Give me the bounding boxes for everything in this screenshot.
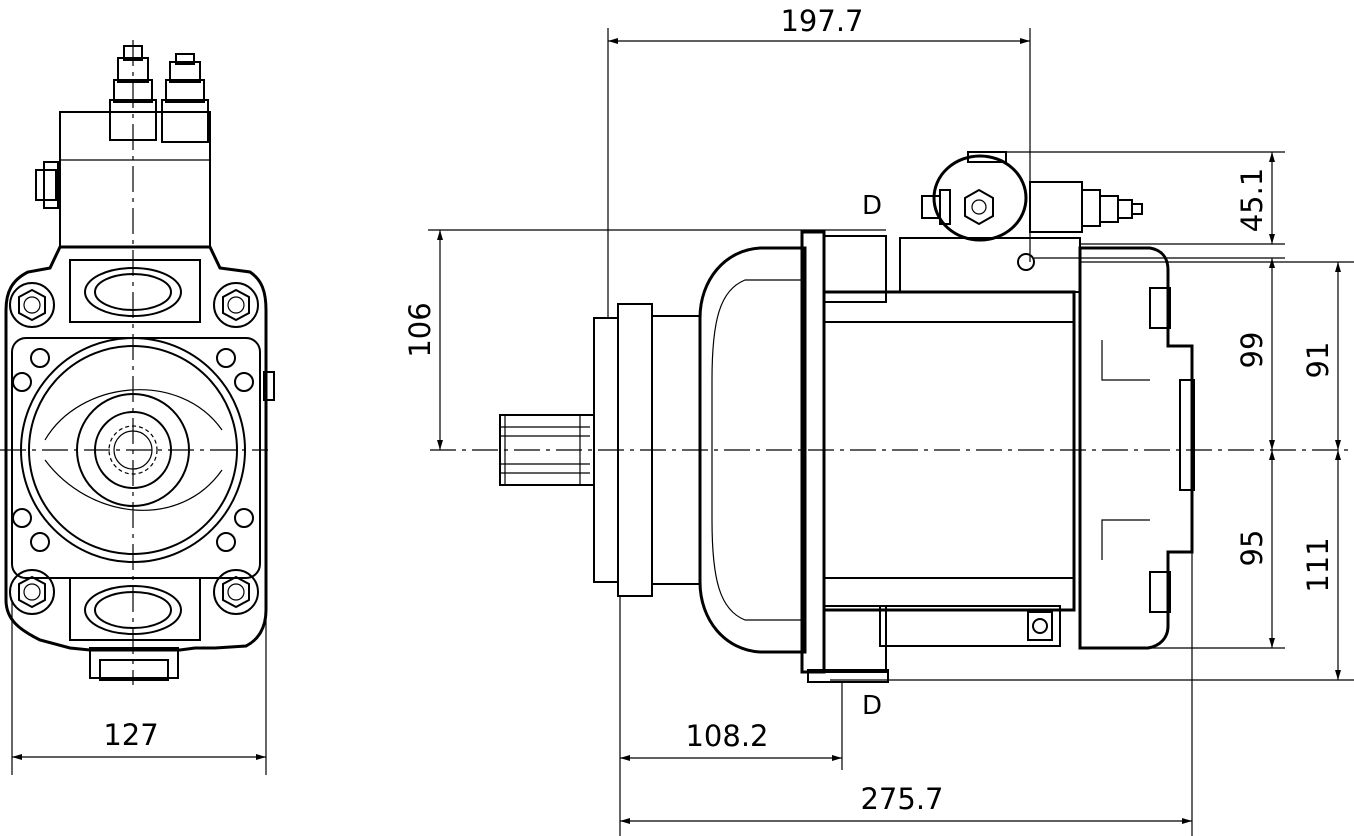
side-end-cover xyxy=(1078,246,1194,650)
dim-valve-height-label: 45.1 xyxy=(1235,168,1269,233)
front-bolt-bl xyxy=(9,569,55,615)
dim-right-upper-outer-label: 91 xyxy=(1301,342,1335,379)
front-housing xyxy=(4,245,268,652)
dim-overall-length-label: 275.7 xyxy=(860,782,943,816)
dim-overall-length: 275.7 xyxy=(620,552,1193,836)
dim-front-width: 127 xyxy=(11,600,267,775)
front-fitting-right xyxy=(161,53,209,143)
front-bolt-br xyxy=(213,569,259,615)
dim-valve-height: 45.1 xyxy=(1000,151,1285,245)
front-valve-block xyxy=(59,111,211,248)
dim-right-lower-outer-label: 111 xyxy=(1301,537,1335,592)
front-bolt-tl xyxy=(9,282,55,328)
dim-side-top: 197.7 xyxy=(607,4,1031,318)
dim-flange-offset: 108.2 xyxy=(619,596,843,836)
dim-side-top-label: 197.7 xyxy=(780,4,863,38)
side-bell-housing xyxy=(698,246,807,654)
front-view xyxy=(0,40,275,685)
front-bolt-tr xyxy=(213,282,259,328)
label-port-top: D xyxy=(862,191,882,221)
dim-right-inner: 99 95 xyxy=(1034,257,1285,649)
label-port-bottom: D xyxy=(862,691,882,721)
dim-flange-offset-label: 108.2 xyxy=(685,719,768,753)
side-top-valve xyxy=(921,151,1143,271)
side-view xyxy=(430,151,1354,683)
dim-right-lower-inner-label: 95 xyxy=(1235,530,1269,567)
dim-right-outer: 91 111 xyxy=(830,261,1354,681)
dim-side-height-upper-label: 106 xyxy=(403,302,437,357)
side-main-body xyxy=(822,290,1076,612)
dim-right-upper-inner-label: 99 xyxy=(1235,332,1269,369)
dim-front-width-label: 127 xyxy=(103,718,158,752)
dim-side-height-upper: 106 xyxy=(403,229,886,450)
